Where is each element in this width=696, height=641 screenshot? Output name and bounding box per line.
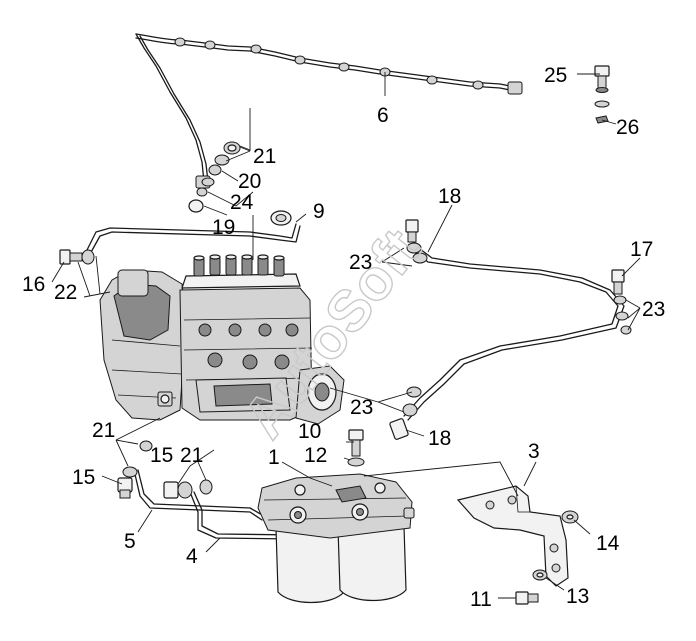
callout-10: 10 bbox=[298, 420, 321, 443]
callout-21-middle: 21 bbox=[180, 444, 203, 467]
banjo-bolt-16 bbox=[59, 249, 95, 265]
fuel-pipe-5 bbox=[133, 469, 265, 521]
return-fuel-line-6 bbox=[135, 33, 523, 189]
callout-19: 19 bbox=[212, 216, 235, 239]
callout-5: 5 bbox=[124, 530, 136, 553]
callout-23-right: 23 bbox=[642, 298, 665, 321]
callout-18-top: 18 bbox=[438, 185, 461, 208]
callout-21-top: 21 bbox=[253, 145, 276, 168]
callout-1: 1 bbox=[268, 446, 280, 469]
callout-14: 14 bbox=[596, 532, 620, 555]
callout-15-left: 15 bbox=[72, 466, 95, 489]
fuel-filter-1 bbox=[257, 473, 415, 603]
callout-labels: 1 3 4 5 6 9 10 11 12 13 14 15 15 16 17 1… bbox=[22, 64, 665, 611]
bolt-11 bbox=[515, 591, 539, 605]
bracket-3 bbox=[456, 485, 569, 587]
delivery-valves bbox=[193, 256, 285, 277]
callout-3: 3 bbox=[528, 440, 540, 463]
injection-pump bbox=[99, 254, 345, 425]
callout-16: 16 bbox=[22, 273, 45, 296]
callout-21-left: 21 bbox=[92, 419, 115, 442]
banjo-fitting-23-bottom bbox=[389, 386, 422, 440]
fuel-pipe-18 bbox=[403, 245, 625, 421]
washer-26 bbox=[595, 115, 609, 124]
washer-13 bbox=[532, 569, 548, 581]
callout-6: 6 bbox=[377, 104, 389, 127]
callout-24: 24 bbox=[230, 191, 254, 214]
callout-23-bottom: 23 bbox=[350, 396, 373, 419]
leader-lines bbox=[51, 72, 641, 599]
callout-20: 20 bbox=[238, 170, 261, 193]
washers-21 bbox=[139, 440, 213, 495]
callout-23-top: 23 bbox=[349, 251, 372, 274]
callout-4: 4 bbox=[186, 545, 198, 568]
callout-13: 13 bbox=[566, 585, 589, 608]
callout-18-bottom: 18 bbox=[428, 427, 451, 450]
fuel-pipe-9 bbox=[85, 210, 301, 255]
callout-17: 17 bbox=[630, 238, 653, 261]
connector-stack-upper bbox=[188, 141, 241, 213]
washer-12 bbox=[347, 457, 365, 467]
banjo-bolt-25 bbox=[594, 65, 610, 108]
banjo-bolt-17 bbox=[611, 269, 632, 335]
callout-22: 22 bbox=[54, 281, 77, 304]
banjo-fitting-15-right bbox=[163, 481, 193, 499]
banjo-fitting-23-top bbox=[405, 219, 428, 264]
callout-11: 11 bbox=[470, 588, 492, 611]
callout-15-right: 15 bbox=[150, 444, 173, 467]
callout-26: 26 bbox=[616, 116, 639, 139]
banjo-fitting-15-left bbox=[117, 466, 138, 499]
callout-25: 25 bbox=[544, 64, 567, 87]
callout-12: 12 bbox=[304, 444, 327, 467]
bolt-10 bbox=[348, 429, 364, 457]
callout-9: 9 bbox=[313, 200, 325, 223]
